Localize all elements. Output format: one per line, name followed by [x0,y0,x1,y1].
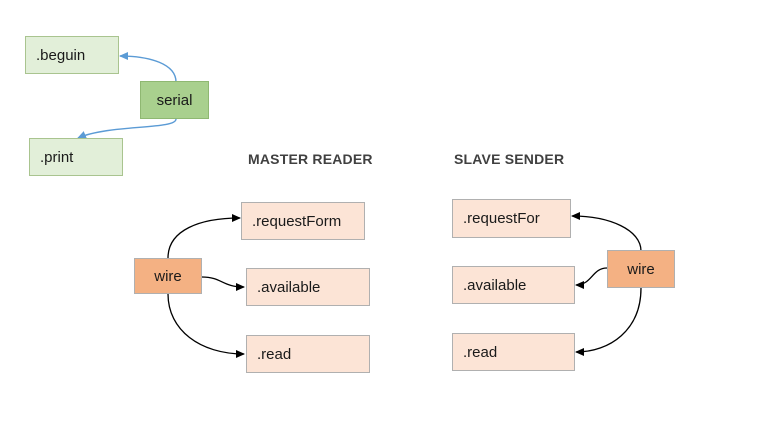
serial-method-print: .print [29,138,123,176]
serial-node: serial [140,81,209,119]
arrow-slave-wire-to-read [575,287,642,356]
master-reader-title: MASTER READER [248,151,373,167]
slave-method-available: .available [452,266,575,304]
arrow-master-wire-to-available [201,276,245,291]
master-method-read: .read [246,335,370,373]
master-method-available: .available [246,268,370,306]
slave-method-requestfor: .requestFor [452,199,571,238]
master-method-requestform: .requestForm [241,202,365,240]
arrow-serial-to-print [77,118,177,139]
slave-method-read: .read [452,333,575,371]
serial-method-beguin: .beguin [25,36,119,74]
arrow-slave-wire-to-available [575,267,608,289]
master-wire-node: wire [134,258,202,294]
arrow-slave-wire-to-requestfor [571,212,642,252]
arrow-master-wire-to-requestform [167,214,241,259]
arrow-master-wire-to-read [167,293,245,358]
slave-wire-node: wire [607,250,675,288]
arrow-serial-to-beguin [119,52,177,83]
slave-sender-title: SLAVE SENDER [454,151,565,167]
